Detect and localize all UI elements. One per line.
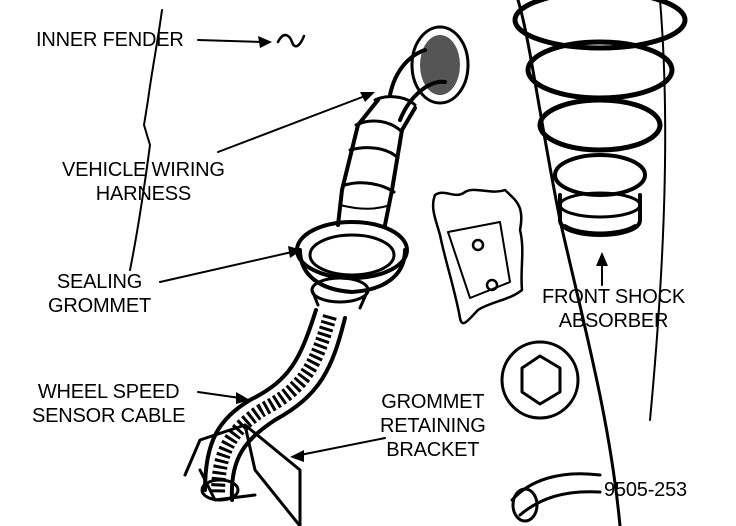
shock-tower-edge [649,0,667,421]
leader-wiring-harness [217,95,366,153]
bracket-plate [447,221,511,299]
label-sealing-grommet: SEALING GROMMET [48,271,152,317]
label-wheel-speed-sensor-cable: WHEEL SPEED SENSOR CABLE [32,381,186,427]
sensor-cable [203,308,347,502]
retaining-bracket [183,423,302,526]
leader-sensor-cable [197,391,241,399]
plate-hole-lower [485,278,499,292]
label-front-shock-absorber: FRONT SHOCK ABSORBER [542,286,685,332]
plate-hole-upper [471,238,485,252]
label-grommet-retaining-bracket: GROMMET RETAINING BRACKET [380,391,486,461]
wiring-harness-body [336,98,417,227]
harness-connector [373,25,470,122]
leader-lines [159,36,608,462]
label-inner-fender: INNER FENDER [36,29,184,51]
torn-fender-opening [431,188,524,325]
inner-fender-edge [129,9,163,271]
coil-spring [512,0,688,197]
leader-sealing-grommet [159,251,293,283]
sealing-grommet [295,220,409,310]
mounting-bolt [500,340,580,420]
leader-retaining-bracket [299,437,386,456]
shock-absorber-body [558,191,642,237]
brake-line-fitting [510,472,602,523]
frame-rail-line [516,0,622,526]
leader-inner-fender [197,39,263,43]
label-figure-number: 9505-253 [604,479,687,501]
fender-squiggle-symbol [276,33,306,48]
label-vehicle-wiring-harness: VEHICLE WIRING HARNESS [62,159,225,205]
